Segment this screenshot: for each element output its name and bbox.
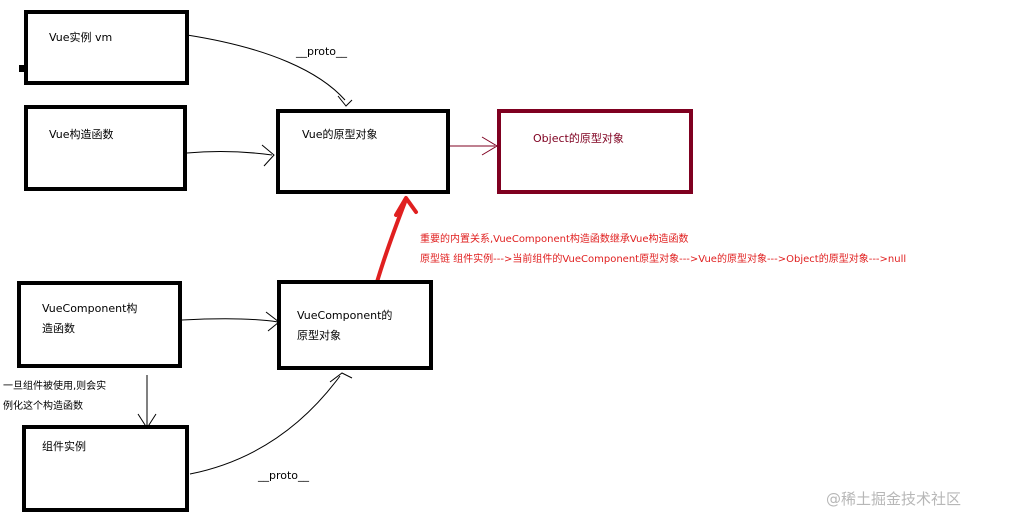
vm-proto-curve (186, 34, 346, 101)
vuecomponent-constructor-label-2: 造函数 (42, 322, 75, 335)
ctor-prototype-arrowhead (261, 144, 275, 167)
vc-ctor-prototype-line (181, 318, 279, 323)
vue-prototype-box: Vue的原型对象 (276, 109, 450, 194)
vuecomponent-constructor-box: VueComponent构 造函数 (17, 281, 182, 368)
vue-constructor-box: Vue构造函数 (24, 105, 187, 191)
component-instance-label: 组件实例 (42, 440, 86, 453)
prototype-chain-note: 原型链 组件实例--->当前组件的VueComponent原型对象--->Vue… (420, 254, 907, 265)
vue-instance-label: Vue实例 vm (49, 31, 113, 44)
usage-note-1: 一旦组件被使用,则会实 (3, 381, 107, 392)
ctor-prototype-line (186, 151, 273, 156)
vm-proto-arrowhead (337, 95, 353, 107)
vuecomponent-prototype-box: VueComponent的 原型对象 (277, 280, 433, 370)
instance-proto-curve (189, 375, 341, 475)
relation-note: 重要的内置关系,VueComponent构造函数继承Vue构造函数 (420, 234, 689, 245)
proto-label-top: __proto__ (296, 45, 348, 58)
vue-prototype-label: Vue的原型对象 (302, 128, 378, 141)
vue-constructor-label: Vue构造函数 (49, 128, 114, 141)
object-prototype-label: Object的原型对象 (533, 132, 624, 145)
proto-label-bottom: __proto__ (258, 469, 310, 482)
vuecomponent-prototype-label-2: 原型对象 (297, 329, 341, 342)
component-instance-box: 组件实例 (22, 425, 189, 512)
object-prototype-box: Object的原型对象 (497, 109, 693, 194)
edge-marker (19, 65, 25, 72)
watermark: @稀土掘金技术社区 (826, 490, 962, 508)
inheritance-arrowhead (394, 196, 418, 217)
usage-note-2: 例化这个构造函数 (3, 401, 83, 412)
vue-instance-box: Vue实例 vm (24, 10, 189, 85)
vuecomponent-prototype-label-1: VueComponent的 (297, 309, 393, 322)
inheritance-arrow (375, 200, 407, 284)
vuecomponent-constructor-label-1: VueComponent构 (42, 302, 138, 315)
instance-proto-arrowhead (329, 372, 353, 383)
